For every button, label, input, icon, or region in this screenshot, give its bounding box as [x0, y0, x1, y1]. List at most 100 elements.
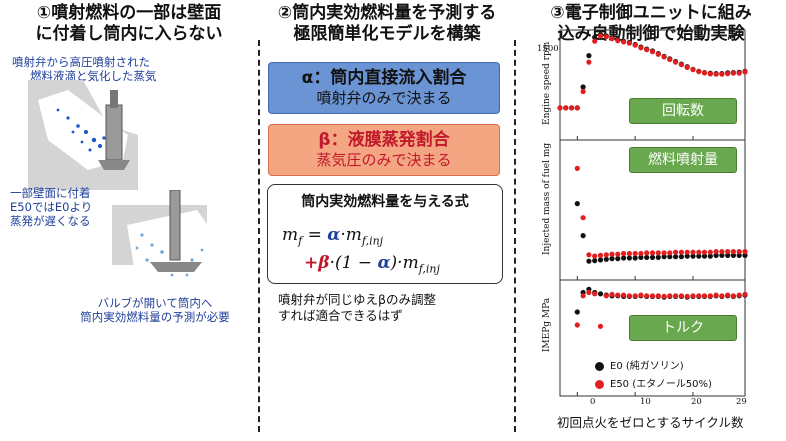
- panel2-label: 燃料噴射量: [629, 147, 737, 173]
- x-axis-label: 初回点火をゼロとするサイクル数: [557, 415, 744, 430]
- note-valve-line1: バルブが開いて筒内へ: [97, 296, 213, 310]
- eq1-sub: f,inj: [361, 234, 384, 248]
- eq1-m: m: [282, 225, 299, 245]
- panel-3-point-e50: [667, 293, 673, 299]
- panel-1-point-e50: [621, 39, 627, 45]
- xtick-20: 20: [691, 397, 702, 407]
- valve-open-illustration: [112, 190, 222, 285]
- legend-e0-text: E0 (純ガソリン): [610, 361, 684, 372]
- legend-e0-marker: [595, 361, 604, 371]
- panel-3-point-e50: [684, 293, 690, 299]
- col1-title: ①噴射燃料の一部は壁面 に付着し筒内に入らない: [4, 3, 254, 45]
- panel-3-point-e50: [678, 293, 685, 299]
- panel-3-point-e0: [597, 291, 604, 297]
- panel-2-point-e0: [586, 258, 592, 264]
- col1-title-line2: に付着し筒内に入らない: [35, 24, 223, 44]
- legend-e50-marker: [595, 379, 604, 389]
- calibration-note-line2: すれば適合できるはず: [278, 308, 403, 323]
- panel-2-point-e50: [580, 215, 586, 221]
- calibration-note-line1: 噴射弁が同じゆえβのみ調整: [278, 292, 436, 307]
- panel-3-point-e50: [621, 292, 627, 298]
- panel-2-point-e50: [713, 249, 719, 255]
- panel-1-point-e50: [580, 88, 586, 95]
- calibration-note: 噴射弁が同じゆえβのみ調整 すれば適合できるはず: [278, 292, 436, 324]
- panel-2-point-e50: [632, 250, 638, 257]
- panel-3-point-e50: [673, 293, 679, 299]
- panel-2-point-e50: [644, 250, 650, 256]
- alpha-subtext: 噴射弁のみで決まる: [316, 89, 452, 107]
- panel-1-point-e50: [557, 105, 563, 111]
- panel-1-point-e50: [661, 54, 667, 60]
- panel-2-point-e0: [678, 254, 685, 260]
- panel-2-point-e50: [609, 251, 615, 257]
- panel-3-point-e50: [696, 293, 702, 299]
- panel2-ylabel: Injected mass of fuel mg: [542, 142, 552, 255]
- note-injection: 噴射弁から高圧噴射された 燃料液滴と気化した蒸気: [12, 55, 157, 83]
- panel-3-point-e50: [690, 293, 696, 299]
- panel-3-point-e50: [719, 293, 725, 299]
- panel-3-point-e50: [655, 293, 661, 299]
- eq1-equals: =: [302, 225, 328, 245]
- panel-1-point-e50: [597, 33, 604, 39]
- panel-2-point-e0: [603, 256, 609, 262]
- panel-1-point-e0: [592, 34, 598, 40]
- panel-2-point-e0: [684, 253, 690, 259]
- panel-1-point-e50: [667, 56, 673, 63]
- injector-spray-illustration: [28, 80, 138, 190]
- panel-1-point-e50: [719, 71, 725, 77]
- panel-2-point-e50: [690, 249, 696, 255]
- panel-1-point-e50: [649, 49, 656, 55]
- panel-2-point-e0: [696, 253, 702, 259]
- panel-2-point-e0: [597, 257, 604, 263]
- panel-2-point-e50: [684, 249, 690, 255]
- panel-2-point-e0: [644, 254, 650, 260]
- note-injection-line1: 噴射弁から高圧噴射された: [12, 55, 150, 69]
- panel-2-point-e0: [580, 233, 586, 239]
- panel-2-point-e0: [701, 253, 708, 259]
- eq2-end: )·m: [390, 253, 419, 273]
- panel-1-point-e0: [586, 53, 592, 59]
- tick-1500: 1500: [537, 44, 559, 54]
- panel-2-point-e50: [597, 252, 604, 258]
- note-wall-line3: 蒸発が遅くなる: [10, 214, 91, 228]
- panel-2-point-e50: [725, 249, 731, 255]
- panel-3-point-e50: [574, 322, 580, 328]
- legend-e50-text: E50 (エタノール50%): [610, 379, 712, 390]
- panel-1-point-e50: [742, 69, 748, 75]
- beta-heading: β：液膜蒸発割合: [318, 130, 450, 150]
- panel-3-point-e50: [609, 291, 615, 297]
- col2-title: ②筒内実効燃料量を予測する 極限簡単化モデルを構築: [262, 3, 512, 45]
- panel-1-point-e50: [586, 59, 592, 65]
- legend-e0: E0 (純ガソリン): [595, 357, 684, 372]
- panel-3-point-e50: [736, 292, 742, 298]
- panel-1-point-e50: [609, 36, 615, 42]
- panel-2-point-e0: [690, 253, 696, 259]
- col3-title-line2: 込み自動制御で始動実験: [557, 24, 745, 44]
- equation-line2: +β·(1 − α)·mf,inj: [304, 253, 440, 275]
- panel-2-point-e50: [655, 250, 661, 256]
- panel-1-point-e50: [701, 70, 708, 76]
- panel1-ylabel: Engine speed rpm: [542, 41, 552, 125]
- panel-1-point-e50: [563, 105, 569, 111]
- panel-2-point-e50: [638, 250, 644, 257]
- panel-2-point-e0: [725, 252, 731, 258]
- panel-1-point-e50: [673, 59, 679, 65]
- panel-3-point-e50: [592, 291, 598, 297]
- panel-2-point-e50: [701, 249, 708, 255]
- panel-2-point-e50: [730, 249, 737, 255]
- panel-3-point-e50: [615, 292, 621, 298]
- panel-1-point-e50: [696, 69, 702, 75]
- panel-2-point-e50: [649, 250, 656, 256]
- panel-2-point-e50: [603, 252, 609, 258]
- panel-1-point-e50: [730, 70, 737, 76]
- eq1-dot-m: ·m: [340, 225, 362, 245]
- formula-title: 筒内実効燃料量を与える式: [301, 194, 469, 210]
- formula-box: 筒内実効燃料量を与える式 mf = α·mf,inj +β·(1 − α)·mf…: [267, 184, 503, 284]
- eq2-mid: ·(1 −: [329, 253, 378, 273]
- panel-3-point-e50: [649, 293, 656, 299]
- panel-2-point-e50: [626, 250, 633, 257]
- note-valve: バルブが開いて筒内へ 筒内実効燃料量の予測が必要: [60, 296, 250, 324]
- panel-2-point-e0: [736, 252, 742, 258]
- alpha-heading: α：筒内直接流入割合: [301, 68, 467, 88]
- panel-2-point-e50: [673, 249, 679, 255]
